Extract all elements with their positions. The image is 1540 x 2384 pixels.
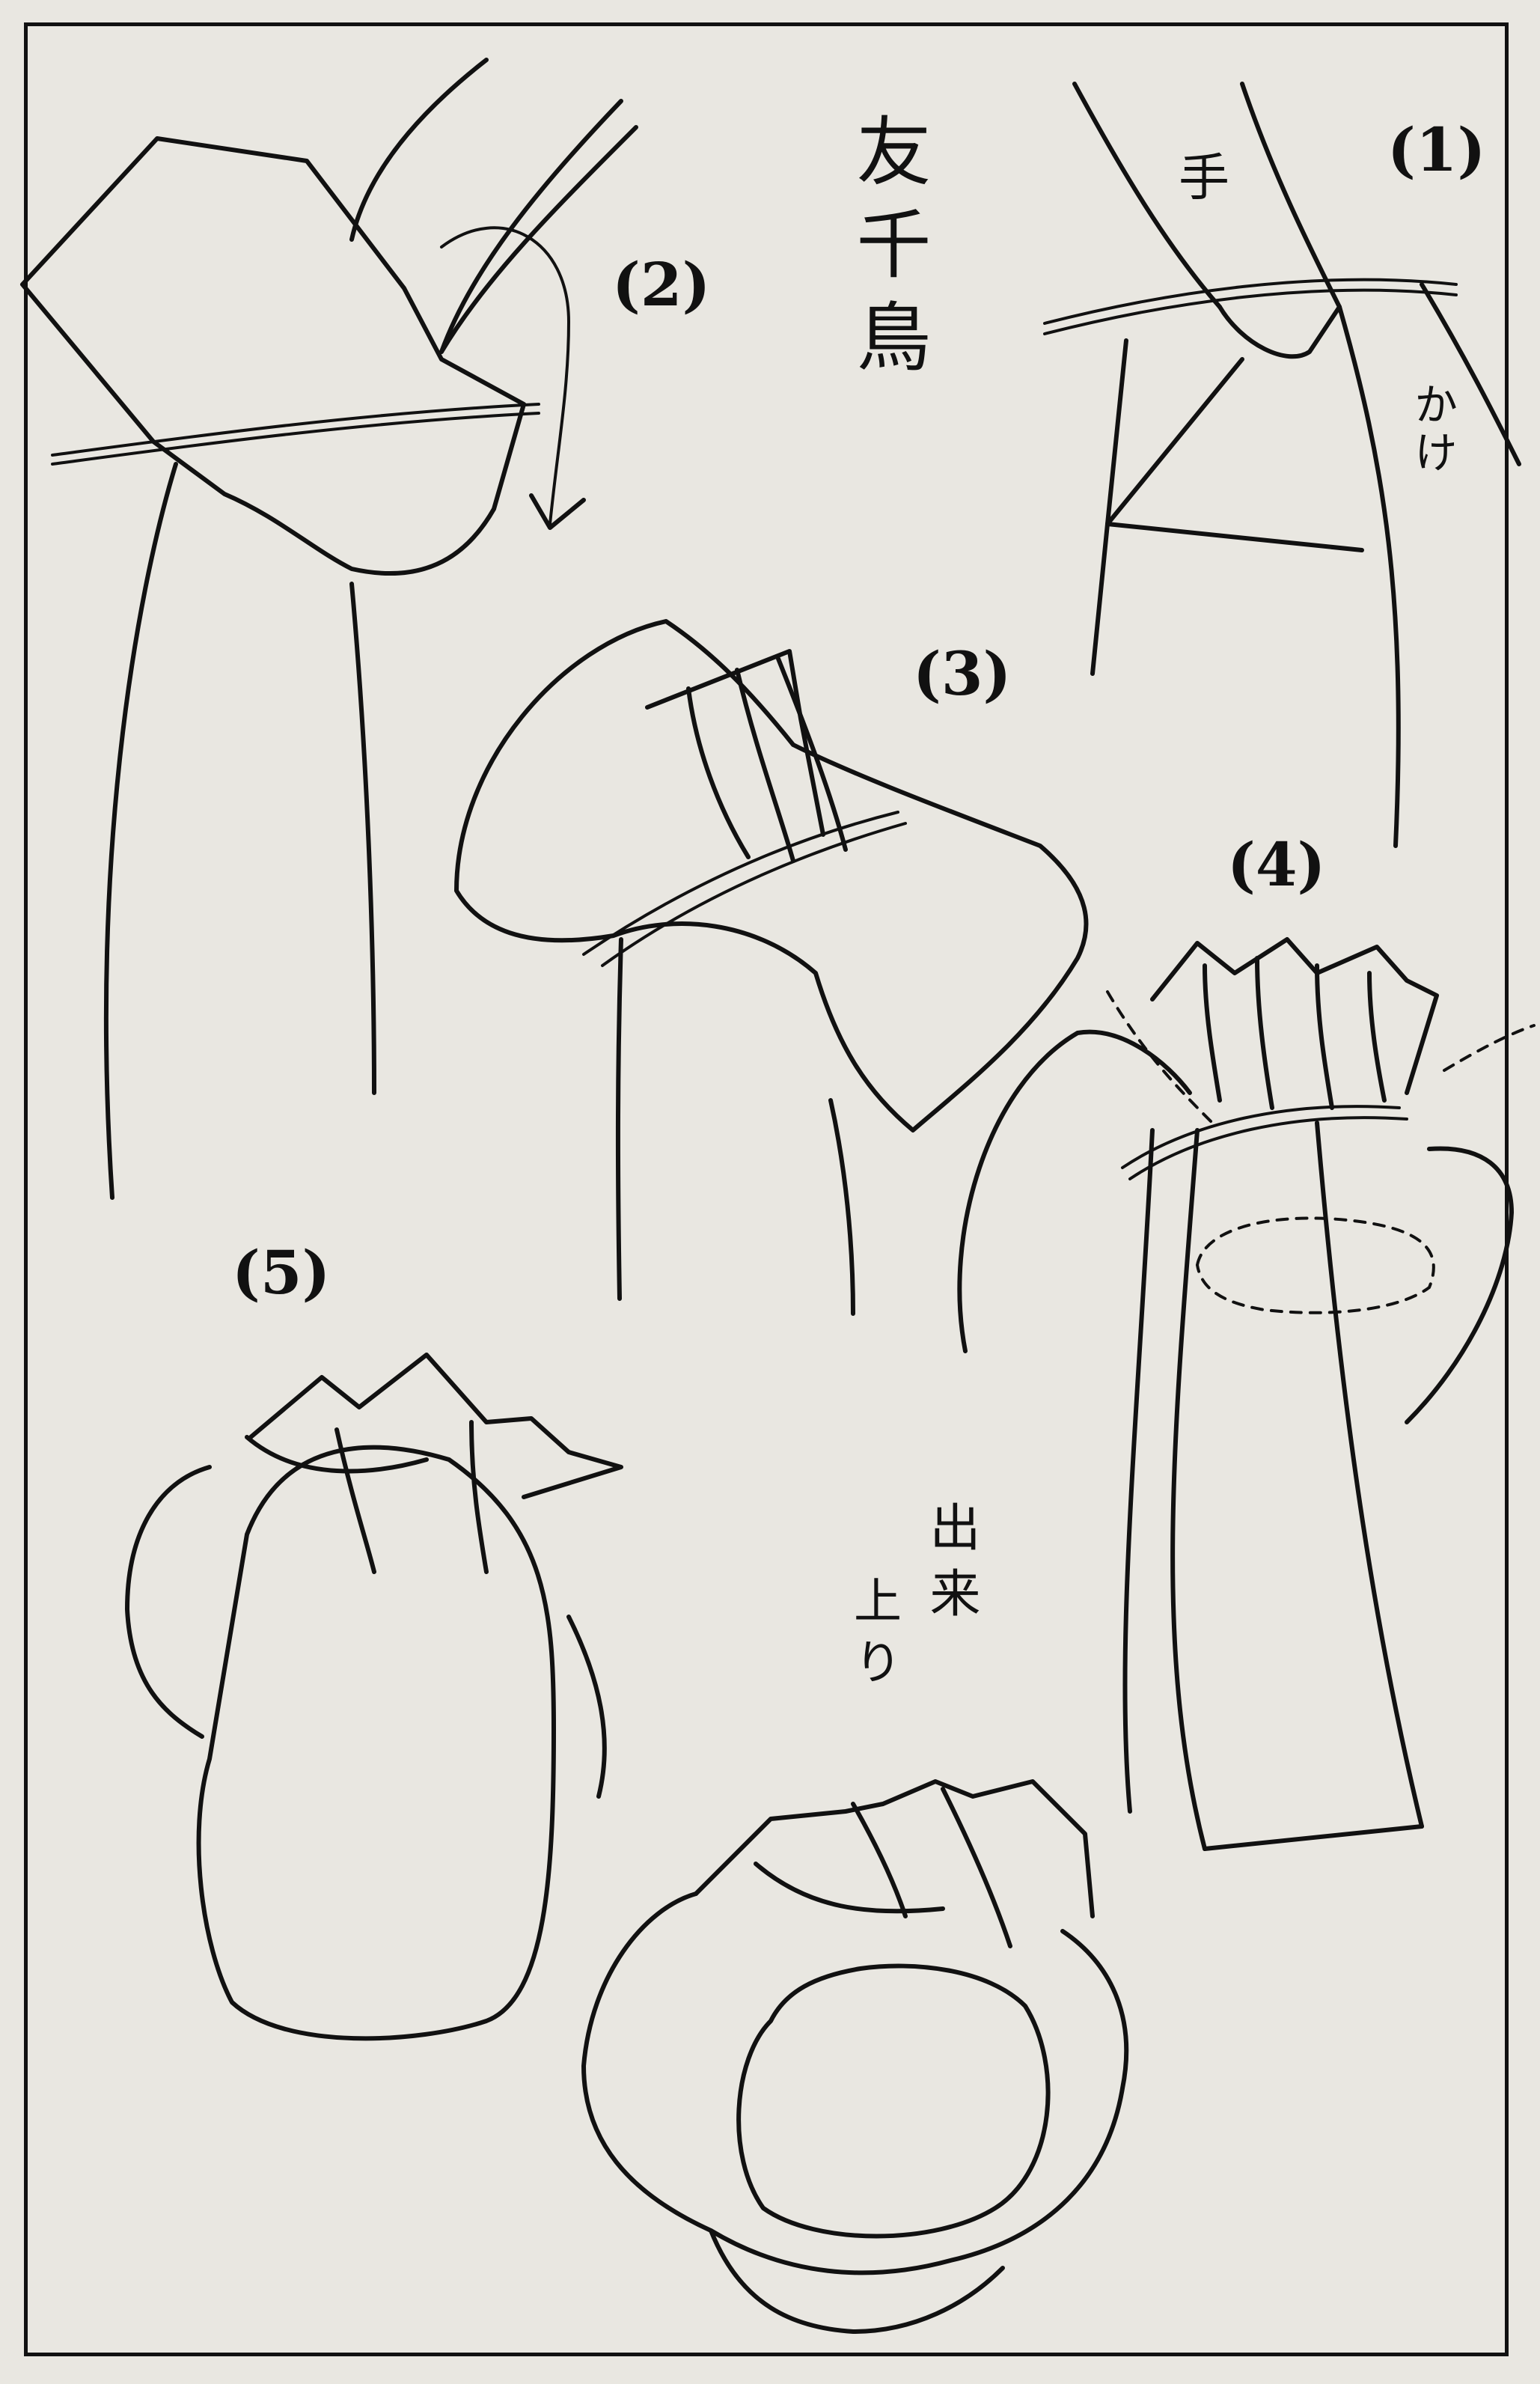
finished-annotation-1: 出来 bbox=[924, 1501, 975, 1632]
diagram-title: 友千鳥 bbox=[849, 112, 924, 391]
step-3-label: (3) bbox=[913, 644, 1011, 704]
figure-2-fold bbox=[22, 60, 636, 1198]
figure-4-fan bbox=[959, 939, 1534, 1849]
step-4-label: (4) bbox=[1227, 835, 1325, 894]
figure-finished-front bbox=[584, 1781, 1126, 2332]
step-2-label: (2) bbox=[612, 254, 710, 314]
te-annotation: 手 bbox=[1179, 153, 1229, 204]
kake-annotation: かけ bbox=[1411, 382, 1454, 478]
step-5-label: (5) bbox=[232, 1243, 330, 1302]
figure-5-rear-view bbox=[127, 1355, 621, 2038]
finished-annotation-2: 上り bbox=[849, 1576, 897, 1698]
step-1-label: (1) bbox=[1387, 120, 1485, 180]
figure-3-tied-bundle bbox=[456, 621, 1087, 1314]
